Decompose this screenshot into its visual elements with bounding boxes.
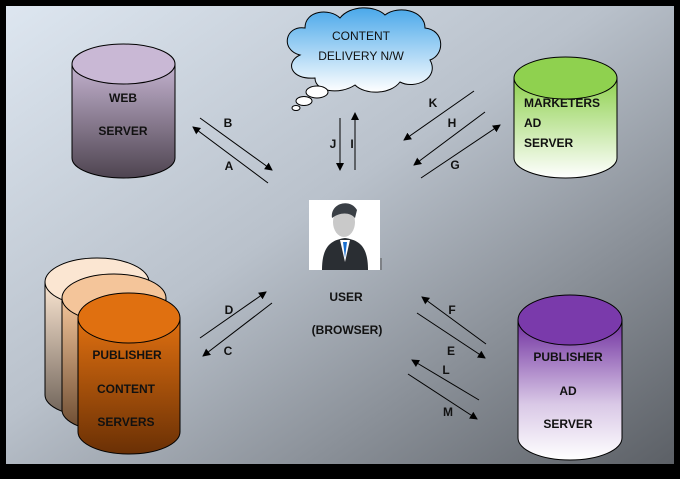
arrow-label-a: A [225, 159, 234, 173]
arrow-k [403, 90, 475, 141]
web-server-label: SERVER [98, 124, 147, 138]
businessman-icon [322, 203, 382, 270]
arrow-label-f: F [448, 303, 455, 317]
arrow-g [420, 124, 501, 179]
publisher-content-servers-label: SERVERS [97, 415, 154, 429]
web-server-cylinder: WEB SERVER [71, 43, 176, 179]
arrow-e [416, 312, 486, 359]
arrow-d [199, 291, 267, 339]
publisher-content-servers-cylinders: PUBLISHER CONTENT SERVERS [44, 257, 181, 455]
content-delivery-network-cloud: CONTENT DELIVERY N/W [286, 7, 442, 111]
arrow-label-h: H [448, 116, 457, 130]
browser-label: (BROWSER) [312, 323, 383, 337]
arrow-label-c: C [224, 344, 233, 358]
arrow-b [199, 117, 273, 171]
arrow-h [413, 111, 486, 166]
marketers-ad-server-cylinder: MARKETERS AD SERVER [513, 56, 618, 179]
arrow-m [407, 373, 478, 420]
publisher-ad-server-label: SERVER [543, 417, 592, 431]
arrow-label-m: M [443, 405, 453, 419]
cdn-label: CONTENT [332, 29, 391, 43]
arrow-label-b: B [224, 116, 233, 130]
arrow-a [192, 126, 269, 184]
arrow-label-g: G [450, 158, 459, 172]
arrows [192, 90, 501, 420]
publisher-ad-server-cylinder: PUBLISHER AD SERVER [517, 294, 623, 461]
arrow-label-k: K [429, 96, 438, 110]
arrow-label-l: L [442, 363, 449, 377]
arrow-f [421, 296, 487, 345]
web-server-label: WEB [109, 91, 137, 105]
publisher-ad-server-label: PUBLISHER [533, 350, 603, 364]
publisher-content-servers-label: CONTENT [97, 382, 156, 396]
user-label: USER [329, 290, 363, 304]
arrow-label-j: J [330, 137, 337, 151]
marketers-ad-server-label: AD [524, 116, 542, 130]
cdn-label: DELIVERY N/W [318, 49, 404, 63]
arrow-c [202, 302, 273, 357]
arrow-labels: B A J I K H G D C F E L M [224, 96, 460, 419]
arrow-l [411, 359, 480, 401]
marketers-ad-server-label: MARKETERS [524, 96, 600, 110]
arrow-label-e: E [447, 344, 455, 358]
publisher-ad-server-label: AD [559, 384, 577, 398]
user-node: USER (BROWSER) [309, 200, 382, 337]
marketers-ad-server-label: SERVER [524, 136, 573, 150]
arrow-label-d: D [225, 303, 234, 317]
arrow-label-i: I [350, 137, 353, 151]
publisher-content-servers-label: PUBLISHER [92, 348, 162, 362]
